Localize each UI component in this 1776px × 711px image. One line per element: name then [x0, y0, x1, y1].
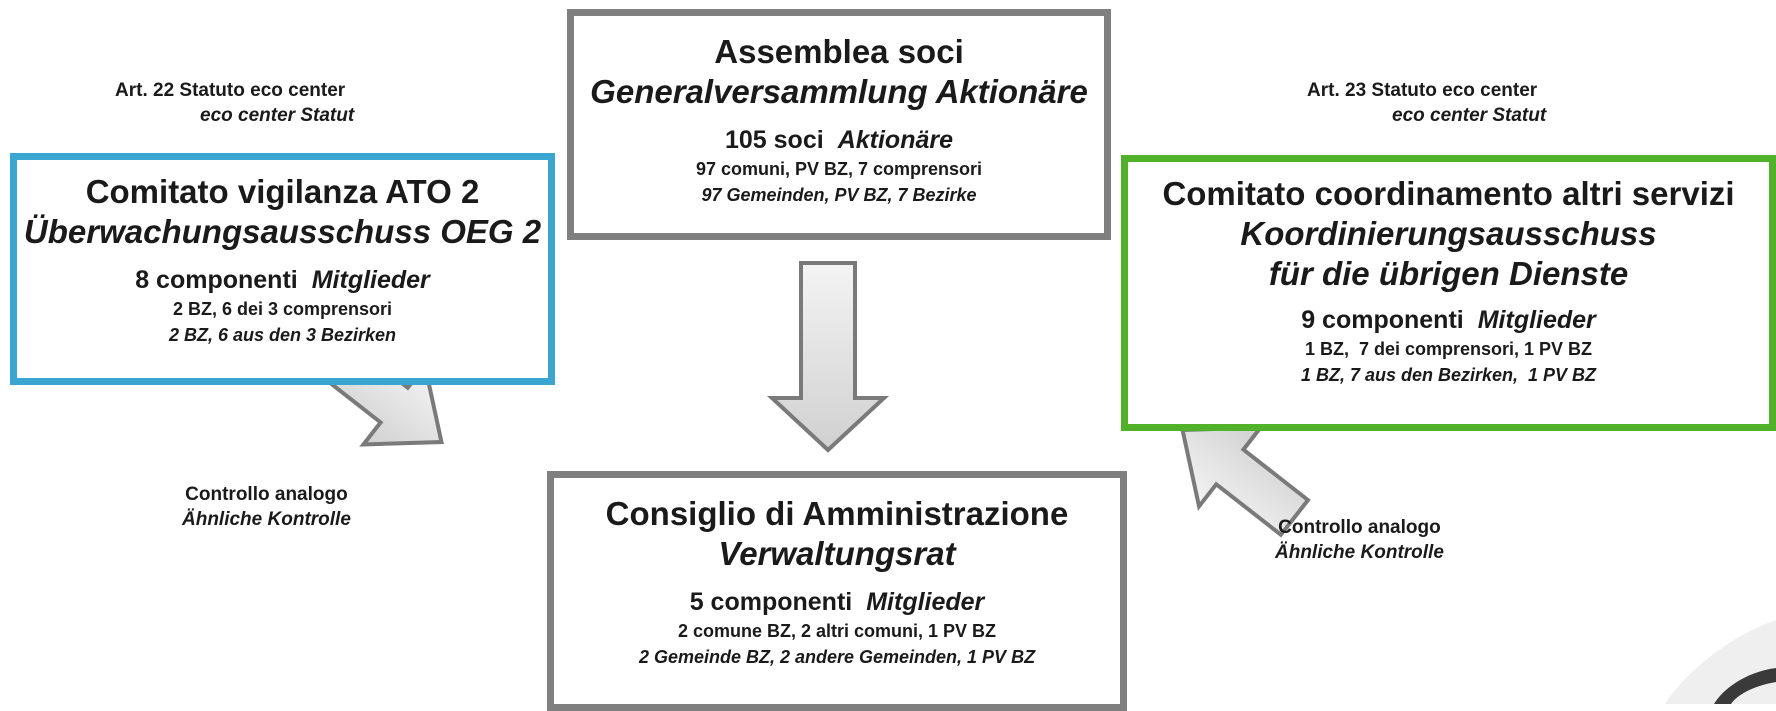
assembly-detail: 97 comuni, PV BZ, 7 comprensori: [695, 159, 983, 179]
art22-text-de: eco center Statut: [200, 105, 355, 126]
arrow-down: [766, 261, 890, 453]
art23-label: Art. 23 Statuto eco center eco center St…: [1307, 78, 1546, 128]
left-committee-detail-de: 2 BZ, 6 aus den 3 Bezirken: [168, 325, 397, 345]
board-count-de: Mitglieder: [866, 588, 985, 616]
assembly-title: Assemblea soci: [714, 33, 964, 70]
left-committee-title: Comitato vigilanza ATO 2: [85, 173, 480, 210]
assembly-detail-de: 97 Gemeinden, PV BZ, 7 Bezirke: [701, 185, 977, 205]
right-committee-count: 9 componenti: [1301, 306, 1464, 334]
left-committee-title-de: Überwachungsausschuss OEG 2: [23, 213, 542, 250]
board-count: 5 componenti: [689, 588, 853, 616]
art22-text: Art. 22 Statuto eco center: [115, 80, 346, 101]
control-left-text: Controllo analogo: [185, 484, 348, 505]
art23-text-de: eco center Statut: [1392, 105, 1547, 126]
board-detail: 2 comune BZ, 2 altri comuni, 1 PV BZ: [677, 621, 997, 641]
control-left-text-de: Ähnliche Kontrolle: [182, 509, 351, 530]
left-committee-count-de: Mitglieder: [311, 266, 430, 294]
right-committee-title-de-1: Koordinierungsausschuss: [1240, 215, 1657, 252]
board-detail-de: 2 Gemeinde BZ, 2 andere Gemeinden, 1 PV …: [638, 647, 1036, 667]
assembly-count-de: Aktionäre: [837, 126, 953, 154]
board-title: Consiglio di Amministrazione: [605, 495, 1069, 532]
right-committee-box: Comitato coordinamento altri servizi Koo…: [1121, 155, 1776, 431]
control-left-label: Controllo analogo Ähnliche Kontrolle: [182, 482, 351, 532]
left-committee-detail: 2 BZ, 6 dei 3 comprensori: [172, 299, 393, 319]
control-right-text: Controllo analogo: [1278, 517, 1441, 538]
assembly-count: 105 soci: [725, 126, 824, 154]
board-count-line: 5 componenti Mitglieder: [690, 586, 985, 618]
art23-text: Art. 23 Statuto eco center: [1307, 80, 1538, 101]
right-committee-detail: 1 BZ, 7 dei comprensori, 1 PV BZ: [1304, 339, 1593, 359]
board-box: Consiglio di Amministrazione Verwaltungs…: [547, 471, 1127, 711]
assembly-count-line: 105 soci Aktionäre: [725, 124, 953, 156]
assembly-title-de: Generalversammlung Aktionäre: [590, 73, 1088, 110]
right-committee-count-line: 9 componenti Mitglieder: [1301, 304, 1596, 336]
control-right-text-de: Ähnliche Kontrolle: [1275, 542, 1444, 563]
control-right-label: Controllo analogo Ähnliche Kontrolle: [1275, 515, 1444, 565]
left-committee-count: 8 componenti: [135, 266, 298, 294]
right-committee-title: Comitato coordinamento altri servizi: [1162, 175, 1735, 212]
left-committee-box: Comitato vigilanza ATO 2 Überwachungsaus…: [10, 153, 555, 385]
art22-label: Art. 22 Statuto eco center eco center St…: [115, 78, 354, 128]
right-committee-detail-de: 1 BZ, 7 aus den Bezirken, 1 PV BZ: [1300, 365, 1597, 385]
right-committee-count-de: Mitglieder: [1477, 306, 1596, 334]
right-committee-title-de-2: für die übrigen Dienste: [1268, 255, 1629, 292]
left-committee-count-line: 8 componenti Mitglieder: [135, 264, 430, 296]
corner-decoration: [1665, 620, 1776, 704]
assembly-box: Assemblea soci Generalversammlung Aktion…: [567, 9, 1111, 240]
board-title-de: Verwaltungsrat: [718, 535, 956, 572]
